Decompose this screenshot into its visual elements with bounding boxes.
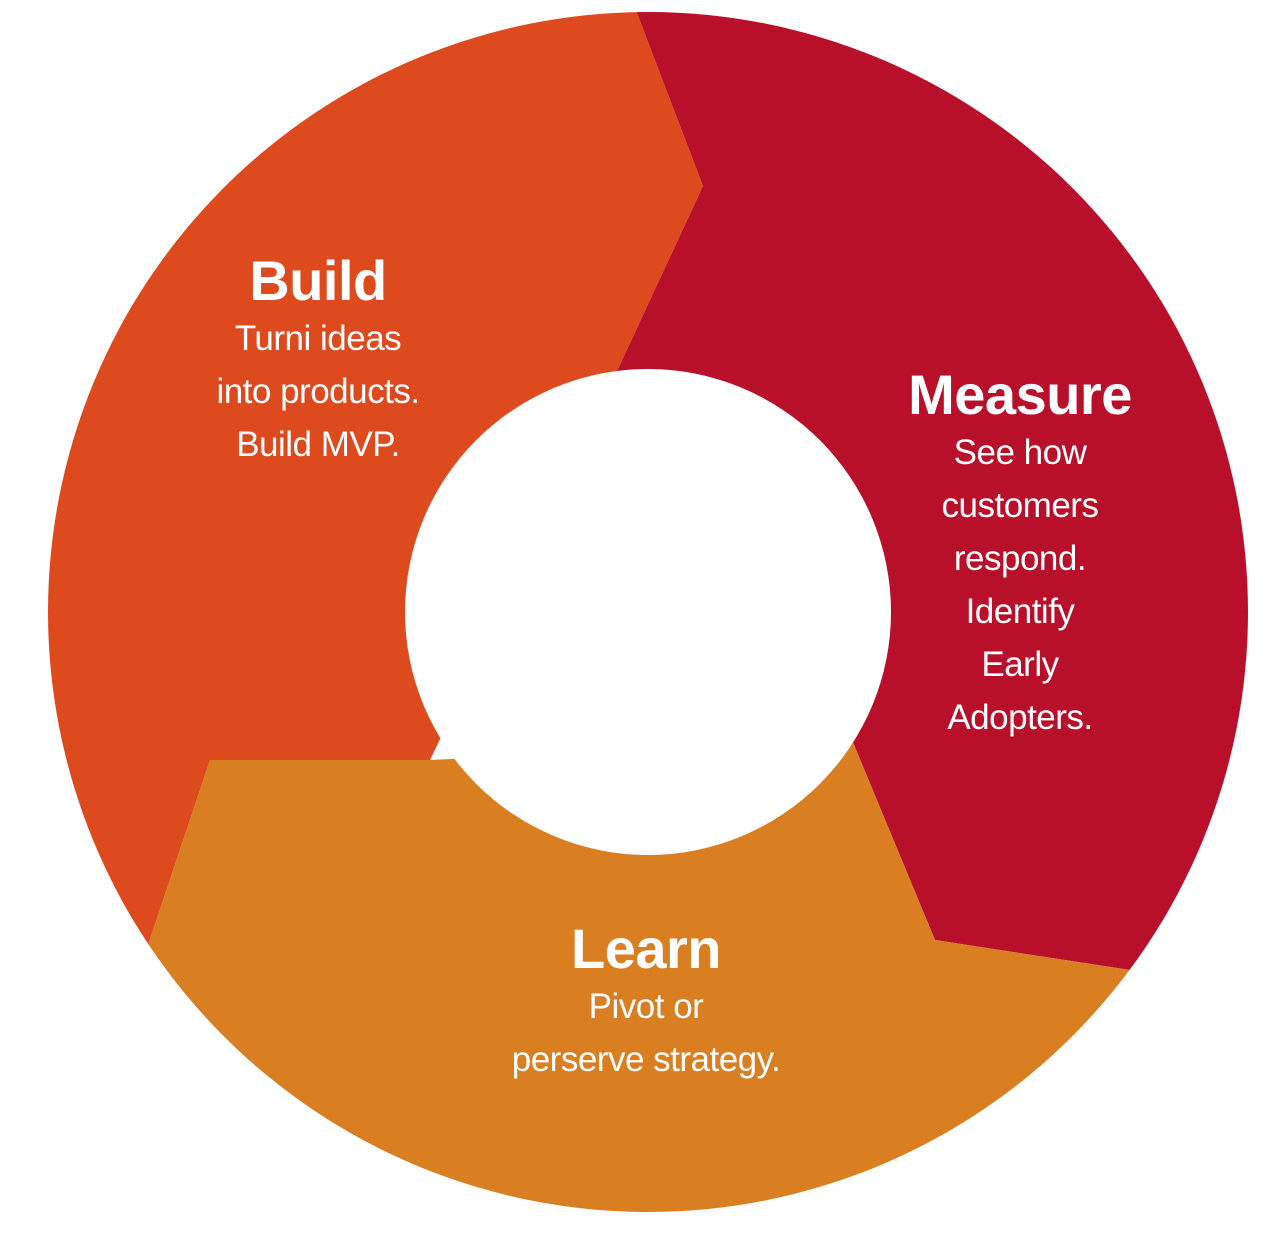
build-title: Build (249, 249, 387, 312)
build-label: Build Turni ideas into products. Build M… (216, 249, 420, 471)
learn-label: Learn Pivot or perserve strategy. (512, 918, 781, 1086)
learn-description: Pivot or perserve strategy. (511, 987, 781, 1079)
build-description: Turni ideas into products. Build MVP. (216, 319, 420, 464)
measure-title: Measure (908, 363, 1132, 426)
center-hole (405, 369, 891, 855)
measure-label: Measure See how customers respond. Ident… (908, 364, 1132, 744)
measure-segment (612, 12, 1248, 980)
learn-title: Learn (571, 917, 721, 980)
measure-description: See how customers respond. Identify Earl… (941, 433, 1099, 737)
